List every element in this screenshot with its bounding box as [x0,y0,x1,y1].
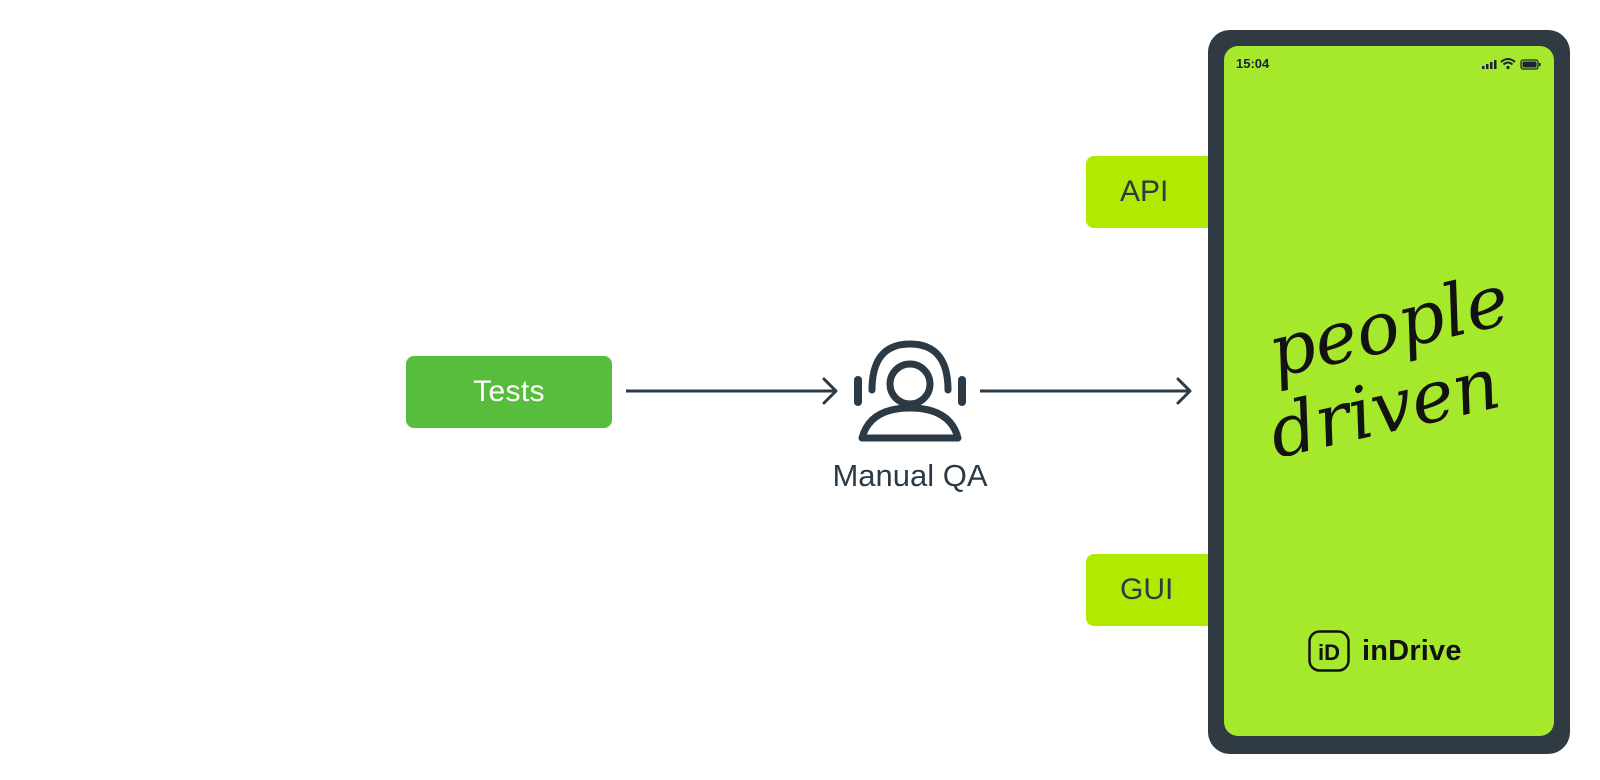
indrive-badge-icon: iD [1308,630,1350,672]
manual-qa-label: Manual QA [832,458,988,493]
api-label: API [1120,175,1169,208]
status-bar-icons [1482,58,1541,70]
gui-tab: GUI [1086,554,1226,626]
battery-icon [1520,59,1541,70]
status-time: 15:04 [1236,56,1270,71]
indrive-logo: iD inDrive [1308,630,1462,672]
phone-screen: 15:04 [1224,46,1554,736]
slogan-people-driven: people driven [1264,276,1517,456]
person-with-headset-icon [854,340,966,442]
svg-text:iD: iD [1318,640,1340,665]
arrow-right-icon [626,377,838,405]
phone-frame: 15:04 [1208,30,1570,754]
brand-name: inDrive [1362,634,1462,667]
wifi-icon [1500,58,1516,70]
tests-label: Tests [473,375,545,408]
gui-label: GUI [1120,573,1174,606]
signal-icon [1482,60,1497,69]
tests-node: Tests [406,356,612,428]
api-tab: API [1086,156,1226,228]
arrow-right-icon [980,377,1192,405]
